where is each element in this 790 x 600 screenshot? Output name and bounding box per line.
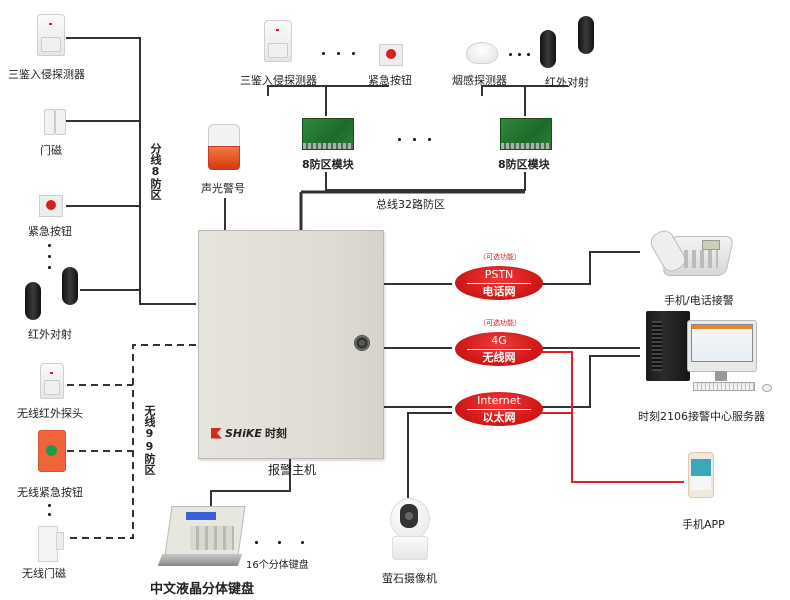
ir-beam-icon [540, 30, 556, 68]
device-label: 无线门磁 [22, 567, 66, 580]
network-top-label: PSTN [484, 268, 514, 281]
device-label: 门磁 [40, 144, 62, 157]
app-link-4g [540, 351, 684, 483]
door-contact-icon [55, 109, 66, 135]
wireless-zone-label: 无线99防区 [143, 405, 156, 475]
wire-pstn-out [540, 251, 640, 285]
telephone-icon [647, 226, 735, 278]
siren-icon [208, 124, 240, 170]
server-label: 时刻2106接警中心服务器 [638, 410, 765, 423]
wire-top-right-devices [481, 85, 568, 96]
camera-icon [386, 498, 432, 562]
ellipsis-dot [255, 541, 258, 544]
alarm-panel: SHiKE 时刻 [198, 230, 384, 459]
ellipsis-dot [428, 138, 431, 141]
keyboard-icon [693, 382, 755, 391]
network-4g: 4G 无线网 [455, 332, 543, 366]
ellipsis-dot [48, 266, 51, 269]
bus-label: 总线32路防区 [376, 198, 445, 211]
server-tower-icon [646, 311, 690, 381]
wireless-door-contact-icon [38, 526, 58, 562]
zone-module-icon [500, 118, 552, 150]
emergency-button-icon [379, 44, 403, 66]
wire-top-left-devices [267, 85, 389, 96]
ellipsis-dot [48, 504, 51, 507]
ellipsis-dot [301, 541, 304, 544]
wire-bus-top [325, 172, 526, 191]
ir-beam-icon [25, 282, 41, 320]
network-top-label: 4G [491, 334, 507, 347]
bus-device-label: 红外对射 [545, 76, 589, 89]
keypad-icon [157, 506, 246, 568]
lock-icon [354, 335, 370, 351]
ellipsis-dot [322, 52, 325, 55]
zone-module-icon [302, 118, 354, 150]
brand-name-cn: 时刻 [264, 427, 287, 440]
wireless-emergency-button-icon [38, 430, 66, 472]
wired-zone-label: 分线8防区 [149, 143, 162, 200]
monitor-stand [715, 371, 727, 381]
ellipsis-dot [509, 53, 512, 56]
ellipsis-dot [398, 138, 401, 141]
ellipsis-dot [352, 52, 355, 55]
network-top-label: Internet [477, 394, 521, 407]
camera-label: 萤石摄像机 [382, 572, 437, 585]
wire-keypad [210, 458, 291, 510]
wire-internet-out [540, 355, 640, 408]
bus-device-label: 紧急按钮 [368, 74, 412, 87]
optional-note: （可选功能） [479, 253, 521, 261]
wireless-door-magnet-icon [56, 532, 64, 550]
device-label: 无线红外探头 [17, 407, 83, 420]
optional-note: （可选功能） [479, 319, 521, 327]
network-pstn: PSTN 电话网 [455, 266, 543, 300]
ellipsis-dot [413, 138, 416, 141]
monitor-icon [687, 320, 757, 372]
module-label: 8防区模块 [302, 158, 354, 171]
brand-mark-icon [211, 427, 222, 439]
smoke-detector-icon [466, 42, 498, 64]
panel-label: 报警主机 [268, 463, 317, 477]
emergency-button-icon [39, 195, 63, 217]
door-contact-icon [44, 109, 55, 135]
pir-detector-icon [264, 20, 292, 62]
network-bottom-label: 以太网 [482, 411, 516, 424]
siren-label: 声光警号 [201, 182, 245, 195]
wireless-pir-icon [40, 363, 64, 399]
ellipsis-dot [278, 541, 281, 544]
pir-detector-icon [37, 14, 65, 56]
mouse-icon [762, 384, 772, 392]
ellipsis-dot [48, 244, 51, 247]
wire-pir [66, 37, 196, 305]
wire-camera [407, 412, 452, 498]
module-label: 8防区模块 [498, 158, 550, 171]
keypad-label: 中文液晶分体键盘 [150, 582, 255, 597]
wireless-trunk [67, 344, 196, 539]
app-label: 手机APP [682, 518, 725, 531]
keypad-count-label: 16个分体键盘 [246, 560, 309, 571]
brand-logo: SHiKE 时刻 [211, 425, 287, 441]
network-bottom-label: 无线网 [482, 351, 516, 364]
device-label: 红外对射 [28, 328, 72, 341]
ellipsis-dot [527, 53, 530, 56]
ir-beam-icon [62, 267, 78, 305]
bus-device-label: 三鉴入侵探测器 [240, 74, 317, 87]
ir-beam-icon [578, 16, 594, 54]
ellipsis-dot [337, 52, 340, 55]
ellipsis-dot [48, 513, 51, 516]
brand-name: SHiKE [225, 426, 262, 440]
phone-label: 手机/电话接警 [664, 294, 734, 307]
ellipsis-dot [48, 255, 51, 258]
bus-device-label: 烟感探测器 [452, 74, 507, 87]
device-label: 紧急按钮 [28, 225, 72, 238]
mobile-app-icon [688, 452, 714, 498]
ellipsis-dot [518, 53, 521, 56]
device-label: 三鉴入侵探测器 [8, 68, 85, 81]
network-bottom-label: 电话网 [482, 285, 516, 298]
network-internet: Internet 以太网 [455, 392, 543, 426]
device-label: 无线紧急按钮 [17, 486, 83, 499]
